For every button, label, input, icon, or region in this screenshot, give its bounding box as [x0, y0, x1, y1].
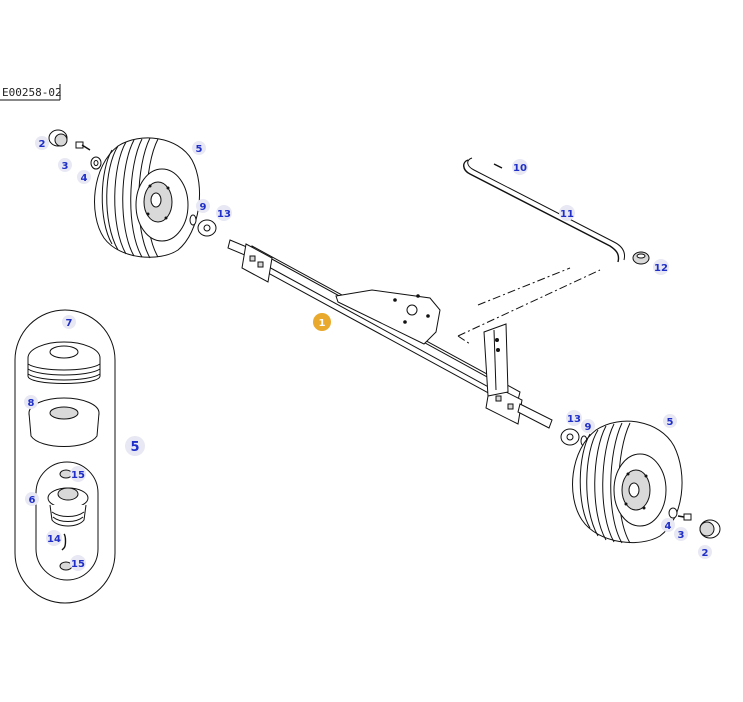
left-bolt[interactable]	[75, 141, 91, 151]
detail-pin[interactable]	[61, 533, 67, 551]
callout-13-right[interactable]: 13	[567, 414, 581, 425]
callout-7[interactable]: 7	[66, 318, 73, 329]
right-inner-washer[interactable]	[560, 428, 580, 446]
left-washer[interactable]	[90, 156, 102, 170]
detail-label-5[interactable]: 5	[130, 440, 139, 455]
callout-1-label: 1	[319, 318, 326, 329]
detail-tyre[interactable]	[27, 341, 101, 384]
callout-9-right[interactable]: 9	[585, 422, 592, 433]
callout-6[interactable]: 6	[29, 495, 36, 506]
callout-14[interactable]: 14	[47, 534, 61, 545]
callout-13-left[interactable]: 13	[217, 209, 231, 220]
spring-pin[interactable]	[493, 163, 503, 169]
callout-badges	[24, 136, 712, 571]
right-washer[interactable]	[668, 507, 678, 519]
callout-4-left[interactable]: 4	[81, 173, 88, 184]
rod-clip[interactable]	[632, 251, 650, 265]
callout-8[interactable]: 8	[28, 398, 35, 409]
callout-12[interactable]: 12	[654, 263, 668, 274]
reference-code-box: E00258-02	[0, 84, 62, 101]
callout-11[interactable]: 11	[560, 209, 574, 220]
right-hub-cap[interactable]	[699, 519, 721, 539]
callout-2-left[interactable]: 2	[39, 139, 46, 150]
reference-code: E00258-02	[2, 86, 62, 99]
axle-beam[interactable]	[227, 239, 553, 429]
callout-4-right[interactable]: 4	[665, 521, 672, 532]
assembly-lines	[457, 267, 601, 345]
callout-9-left[interactable]: 9	[200, 202, 207, 213]
left-hub-cap[interactable]	[48, 129, 68, 147]
callout-5-right[interactable]: 5	[667, 417, 674, 428]
left-inner-washer[interactable]	[197, 219, 217, 237]
callout-15-bottom[interactable]: 15	[71, 559, 85, 570]
left-inner-spacer[interactable]	[189, 214, 197, 226]
callout-2-right[interactable]: 2	[702, 548, 709, 559]
callout-5-left[interactable]: 5	[196, 144, 203, 155]
right-wheel[interactable]	[572, 420, 683, 544]
detail-view-frame	[14, 309, 116, 604]
callout-15-top[interactable]: 15	[71, 470, 85, 481]
callout-1-badge[interactable]: 1	[313, 313, 331, 331]
left-wheel[interactable]	[94, 137, 201, 259]
detail-rim[interactable]	[28, 397, 100, 447]
callout-3-right[interactable]: 3	[678, 530, 685, 541]
callout-10[interactable]: 10	[513, 163, 527, 174]
detail-hub[interactable]	[47, 487, 89, 527]
callout-3-left[interactable]: 3	[62, 161, 69, 172]
right-bolt[interactable]	[677, 513, 692, 521]
handle-rod[interactable]	[463, 157, 625, 263]
